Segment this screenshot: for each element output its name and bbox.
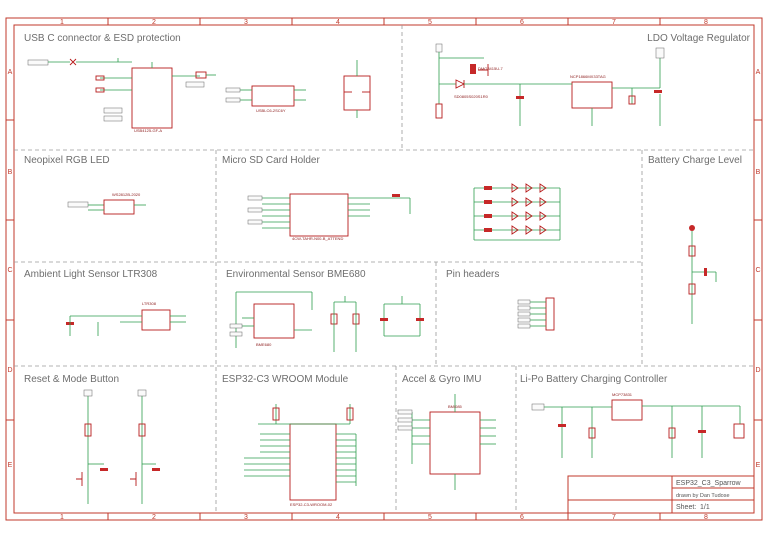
section-title-ldo: LDO Voltage Regulator <box>647 33 751 44</box>
zone-col-1-bottom: 1 <box>60 514 64 521</box>
section-title-ltr: Ambient Light Sensor LTR308 <box>24 269 158 280</box>
lipo-part: MCP73831 <box>612 392 633 397</box>
diode-part: SD0805S020S1R0 <box>454 94 489 99</box>
zone-col-2-bottom: 2 <box>152 514 156 521</box>
section-title-pins: Pin headers <box>446 269 499 280</box>
usb-connector-block: USB4125-GF-A <box>27 58 216 133</box>
led-array-block <box>473 183 561 241</box>
zone-row-e-right: E <box>756 462 761 469</box>
section-title-lipo: Li-Po Battery Charging Controller <box>520 374 668 385</box>
section-title-bme: Environmental Sensor BME680 <box>226 269 366 280</box>
usb-connector-part: USB4125-GF-A <box>134 128 162 133</box>
esd-part: USBLC6-2SC6Y <box>256 108 286 113</box>
zone-row-e: E <box>8 462 13 469</box>
zone-row-b-right: B <box>756 169 761 176</box>
zone-col-8: 8 <box>704 19 708 26</box>
sd-part: 4CW-TAHR-N00-B_ATTEND <box>292 236 343 241</box>
section-title-reset: Reset & Mode Button <box>24 374 119 385</box>
ldo-block: DMG3415U-7 SD0805S020S1R0 NCP1866MX33TAG <box>435 43 665 126</box>
neopixel-block: WS2812B-2020 <box>67 192 146 215</box>
usb-connector-symbol <box>131 67 173 129</box>
zone-col-4-bottom: 4 <box>336 514 340 521</box>
buttons-block <box>76 389 160 504</box>
sd-card-block: 4CW-TAHR-N00-B_ATTEND <box>247 193 411 241</box>
zone-col-8-bottom: 8 <box>704 514 708 521</box>
title-block-title: ESP32_C3_Sparrow <box>676 480 742 487</box>
section-title-sd: Micro SD Card Holder <box>222 155 320 166</box>
pin-header-block <box>517 297 555 331</box>
ldo-part: NCP1866MX33TAG <box>570 74 606 79</box>
zone-col-6: 6 <box>520 19 524 26</box>
ltr308-block: LTR308 <box>66 301 186 336</box>
imu-block: BMI085 <box>397 394 496 490</box>
battery-divider-block <box>688 225 717 324</box>
section-title-imu: Accel & Gyro IMU <box>402 374 481 385</box>
title-block: ESP32_C3_Sparrow drawn by Dan Tudose She… <box>567 475 755 514</box>
lipo-charger-block: MCP73831 <box>531 392 745 458</box>
zone-col-7-bottom: 7 <box>612 514 616 521</box>
zone-col-5: 5 <box>428 19 432 26</box>
bme680-block: BME680 <box>229 291 424 352</box>
zone-col-3: 3 <box>244 19 248 26</box>
zone-col-5-bottom: 5 <box>428 514 432 521</box>
section-title-neopixel: Neopixel RGB LED <box>24 155 110 166</box>
esp32-block: ESP32-C3-WROOM-02 <box>244 404 357 507</box>
zone-row-c: C <box>7 267 12 274</box>
neopixel-part: WS2812B-2020 <box>112 192 141 197</box>
esp-part: ESP32-C3-WROOM-02 <box>290 502 333 507</box>
zone-col-4: 4 <box>336 19 340 26</box>
section-dividers <box>14 25 754 513</box>
section-title-esp: ESP32-C3 WROOM Module <box>222 374 349 385</box>
zone-col-3-bottom: 3 <box>244 514 248 521</box>
pmos-part: DMG3415U-7 <box>478 66 503 71</box>
section-title-usb: USB C connector & ESD protection <box>24 33 181 44</box>
zone-row-d-right: D <box>755 367 760 374</box>
zone-col-7: 7 <box>612 19 616 26</box>
title-block-sheet-label: Sheet: <box>676 504 696 511</box>
title-block-sheet-number: 1/1 <box>700 504 710 511</box>
zone-col-6-bottom: 6 <box>520 514 524 521</box>
zone-col-2: 2 <box>152 19 156 26</box>
zone-col-1: 1 <box>60 19 64 26</box>
title-block-author: drawn by Dan Tudose <box>676 493 730 499</box>
zone-row-d: D <box>7 367 12 374</box>
imu-part: BMI085 <box>448 404 463 409</box>
zone-row-a-right: A <box>756 69 761 76</box>
esd-protection-block: USBLC6-2SC6Y <box>225 60 371 118</box>
section-title-battery-level: Battery Charge Level <box>648 155 742 166</box>
bme-part: BME680 <box>256 342 272 347</box>
zone-row-a: A <box>8 69 13 76</box>
zone-ticks <box>6 18 762 520</box>
zone-row-b: B <box>8 169 13 176</box>
zone-row-c-right: C <box>755 267 760 274</box>
ltr-part: LTR308 <box>142 301 157 306</box>
